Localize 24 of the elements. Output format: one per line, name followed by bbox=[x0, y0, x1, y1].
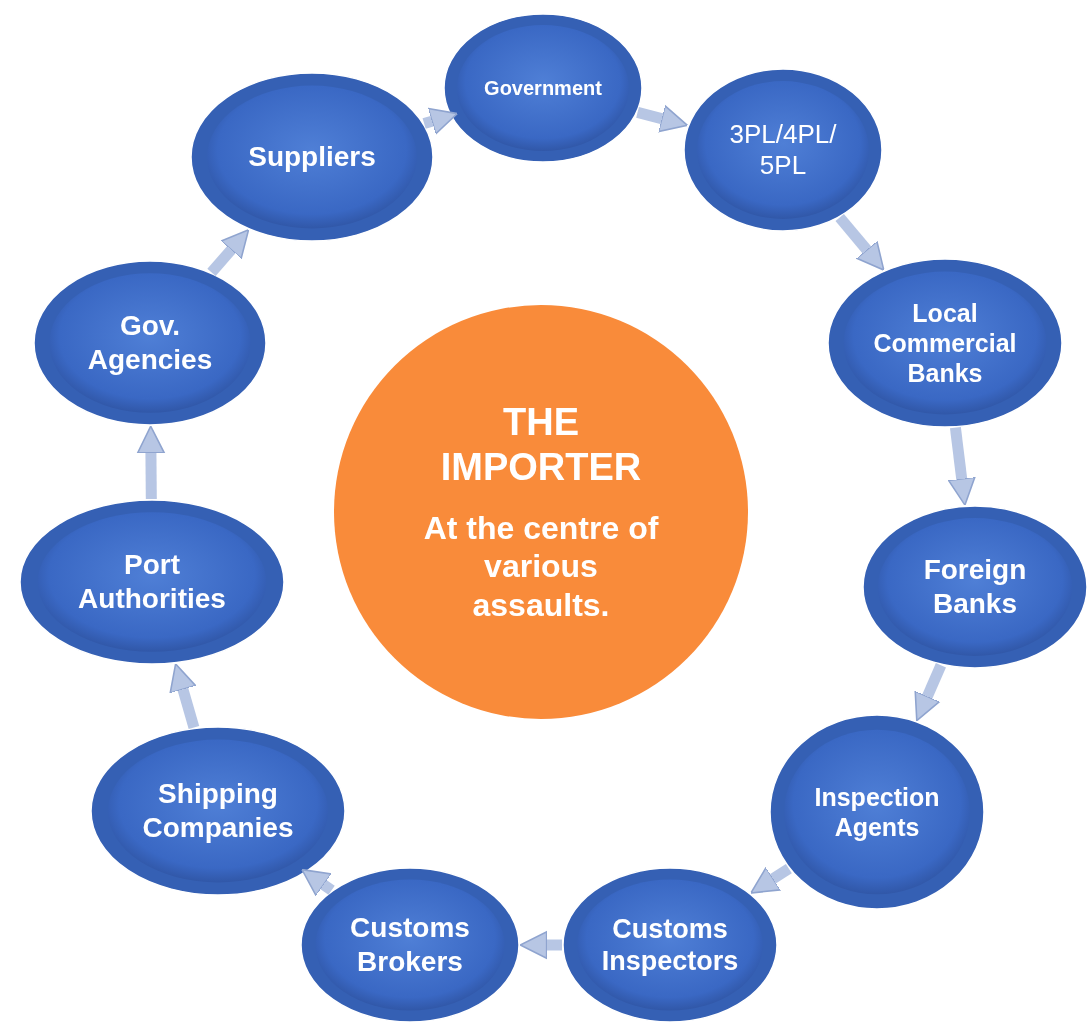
block-arrow bbox=[422, 107, 459, 135]
node-label: Customs Inspectors bbox=[600, 912, 740, 978]
block-arrow bbox=[136, 425, 165, 500]
node-label: 3PL/4PL/ 5PL bbox=[728, 118, 838, 182]
block-arrow bbox=[750, 864, 792, 894]
block-arrow bbox=[169, 663, 200, 730]
node-label: Port Authorities bbox=[77, 548, 227, 616]
node-label: Customs Brokers bbox=[349, 911, 471, 979]
node-label: Shipping Companies bbox=[141, 777, 295, 845]
block-arrow bbox=[914, 663, 946, 722]
center-title: THE IMPORTER bbox=[439, 399, 643, 491]
block-arrow bbox=[207, 229, 250, 276]
block-arrow bbox=[835, 214, 885, 271]
block-arrow bbox=[301, 868, 335, 897]
node-label: Local Commercial Banks bbox=[872, 298, 1018, 388]
node-label: Foreign Banks bbox=[922, 553, 1028, 621]
node-label: Suppliers bbox=[248, 140, 376, 174]
block-arrow bbox=[947, 427, 976, 506]
block-arrow bbox=[636, 105, 689, 133]
center-subtitle: At the centre of various assaults. bbox=[422, 509, 660, 625]
node-label: Government bbox=[484, 76, 602, 100]
node-label: Inspection Agents bbox=[813, 782, 941, 842]
node-label: Gov. Agencies bbox=[86, 309, 214, 377]
block-arrow bbox=[519, 931, 562, 959]
